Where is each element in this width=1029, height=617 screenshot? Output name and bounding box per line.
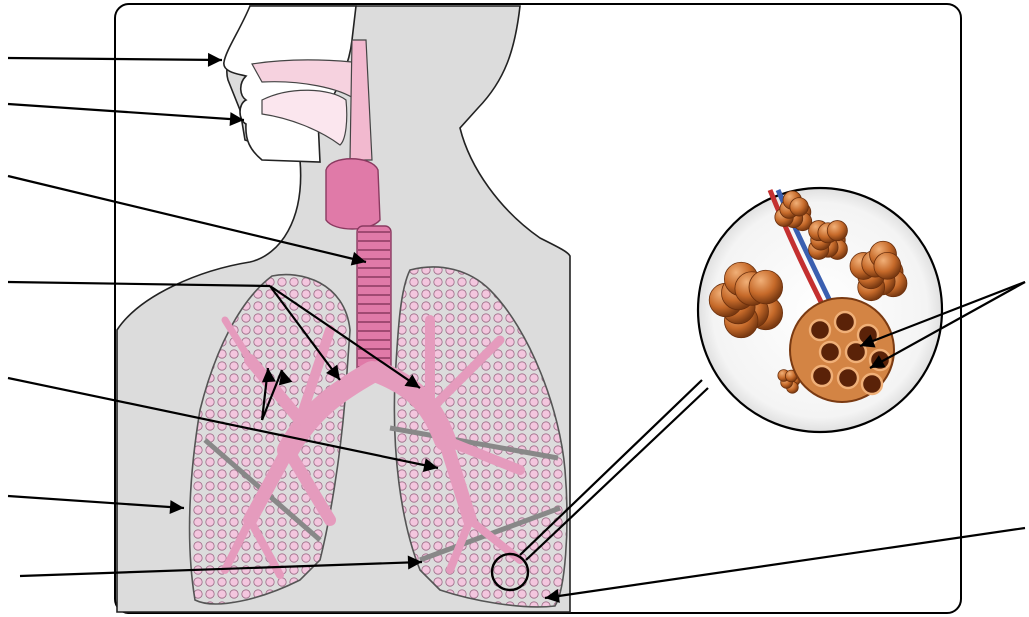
- trachea: [357, 226, 391, 376]
- alveolus-cell: [820, 342, 840, 362]
- alveolar-sac-bubble: [827, 221, 847, 241]
- alveolar-sac-bubble: [790, 198, 808, 216]
- alveolar-sac-bubble: [749, 270, 783, 304]
- larynx: [326, 159, 380, 229]
- alveolar-sac-bubble: [874, 252, 901, 279]
- alveolus-cell: [812, 366, 832, 386]
- alveolus-cell: [862, 374, 882, 394]
- alveolus-cell: [838, 368, 858, 388]
- alveolus-cell: [835, 312, 855, 332]
- alveolus-cell: [810, 320, 830, 340]
